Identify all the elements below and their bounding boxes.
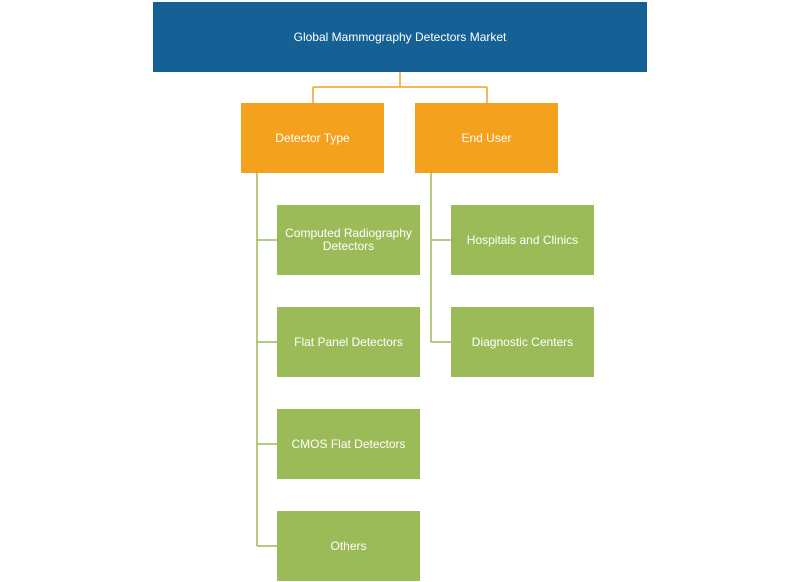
root-connector [312,72,488,103]
leaf-label: Computed Radiography Detectors [285,226,412,253]
leaf-label: Diagnostic Centers [471,334,574,349]
leaf-diagnostic-centers: Diagnostic Centers [451,307,594,377]
category-detector-type: Detector Type [241,103,384,173]
leaf-hospitals-and-clinics: Hospitals and Clinics [451,205,594,275]
category-label: Detector Type [275,130,350,145]
detector-type-connector [256,173,277,547]
leaf-label: Flat Panel Detectors [294,334,403,349]
end-user-connector [430,173,451,343]
leaf-label: Hospitals and Clinics [466,232,579,247]
root-node: Global Mammography Detectors Market [153,2,647,72]
leaf-computed-radiography-detectors: Computed Radiography Detectors [277,205,420,275]
leaf-label: Others [330,538,367,553]
root-label: Global Mammography Detectors Market [293,29,507,44]
category-end-user: End User [415,103,558,173]
leaf-label: CMOS Flat Detectors [291,436,406,451]
leaf-flat-panel-detectors: Flat Panel Detectors [277,307,420,377]
leaf-others: Others [277,511,420,581]
leaf-cmos-flat-detectors: CMOS Flat Detectors [277,409,420,479]
category-label: End User [461,130,512,145]
